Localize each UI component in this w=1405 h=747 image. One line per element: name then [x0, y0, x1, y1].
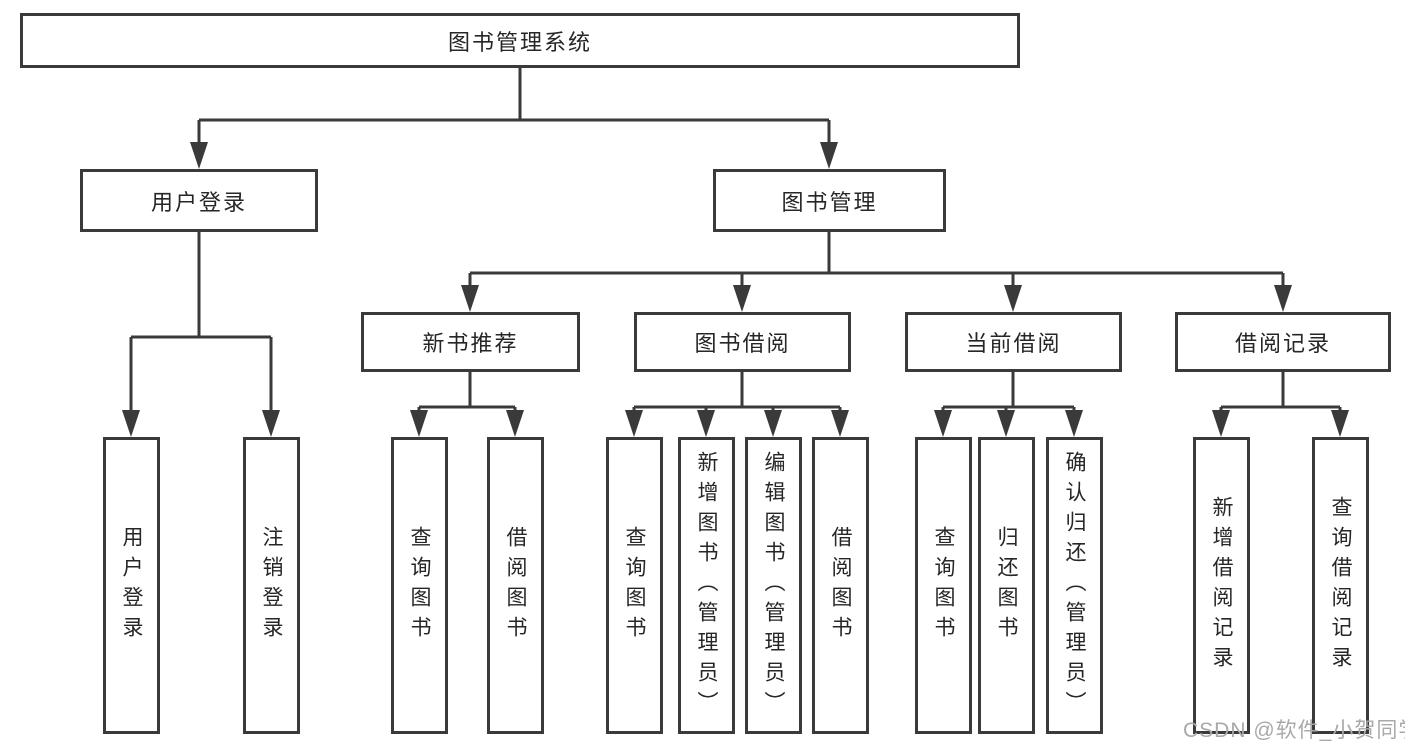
node-book-management: 图书管理 [713, 169, 946, 232]
leaf-logout: 注销登录 [243, 437, 300, 734]
leaf-query-borrow-record: 查询借阅记录 [1312, 437, 1369, 734]
node-label: 图书管理 [781, 189, 878, 215]
node-label: 查询图书 [932, 525, 955, 646]
node-root: 图书管理系统 [20, 13, 1020, 68]
arrow-down-icon [1274, 285, 1292, 312]
arrow-down-icon [934, 410, 952, 437]
node-label: 查询图书 [623, 525, 646, 646]
arrow-down-icon [625, 410, 643, 437]
node-label: 用户登录 [120, 525, 143, 646]
leaf-query-books-current: 查询图书 [915, 437, 972, 734]
node-label: 图书管理系统 [447, 29, 592, 55]
node-label: 当前借阅 [965, 331, 1062, 356]
arrow-down-icon [820, 142, 838, 169]
node-label: 用户登录 [150, 189, 247, 215]
arrow-down-icon [1065, 410, 1083, 437]
arrow-down-icon [461, 285, 479, 312]
arrow-down-icon [733, 285, 751, 312]
node-borrowing-records: 借阅记录 [1175, 312, 1391, 372]
arrow-down-icon [506, 410, 524, 437]
leaf-return-book: 归还图书 [978, 437, 1035, 734]
node-label: 查询借阅记录 [1329, 495, 1352, 676]
node-label: 借阅图书 [829, 525, 852, 646]
node-label: 注销登录 [260, 525, 283, 646]
node-label: 图书借阅 [694, 331, 791, 356]
arrow-down-icon [1212, 410, 1230, 437]
leaf-query-books-borrowing: 查询图书 [606, 437, 663, 734]
node-label: 新增借阅记录 [1210, 495, 1233, 676]
leaf-borrow-books-borrowing: 借阅图书 [812, 437, 869, 734]
arrow-down-icon [697, 410, 715, 437]
node-current-borrowing: 当前借阅 [905, 312, 1122, 372]
arrow-down-icon [764, 410, 782, 437]
leaf-add-borrow-record: 新增借阅记录 [1193, 437, 1250, 734]
leaf-user-login: 用户登录 [103, 437, 160, 734]
arrow-down-icon [262, 410, 280, 437]
node-label: 借阅记录 [1234, 331, 1331, 356]
leaf-confirm-return-admin: 确认归还（管理员） [1046, 437, 1103, 734]
node-label: 新增图书（管理员） [695, 450, 718, 721]
node-label: 查询图书 [408, 525, 431, 646]
watermark: CSDN @软件_小贺同学 [1183, 719, 1405, 742]
leaf-add-book-admin: 新增图书（管理员） [678, 437, 735, 734]
arrow-down-icon [1331, 410, 1349, 437]
connector-path [129, 68, 1342, 412]
leaf-query-books-recommend: 查询图书 [391, 437, 448, 734]
arrow-down-icon [190, 142, 208, 169]
arrow-down-icon [410, 410, 428, 437]
node-new-book-recommend: 新书推荐 [361, 312, 580, 372]
node-user-login: 用户登录 [80, 169, 318, 232]
node-label: 归还图书 [995, 525, 1018, 646]
node-label: 编辑图书（管理员） [762, 450, 785, 721]
node-label: 新书推荐 [422, 331, 519, 356]
leaf-borrow-books-recommend: 借阅图书 [487, 437, 544, 734]
node-label: 确认归还（管理员） [1063, 450, 1086, 721]
arrow-down-icon [997, 410, 1015, 437]
leaf-edit-book-admin: 编辑图书（管理员） [745, 437, 802, 734]
arrow-down-icon [831, 410, 849, 437]
arrow-down-icon [1004, 285, 1022, 312]
arrow-down-icon [122, 410, 140, 437]
node-label: 借阅图书 [504, 525, 527, 646]
node-book-borrowing: 图书借阅 [634, 312, 851, 372]
